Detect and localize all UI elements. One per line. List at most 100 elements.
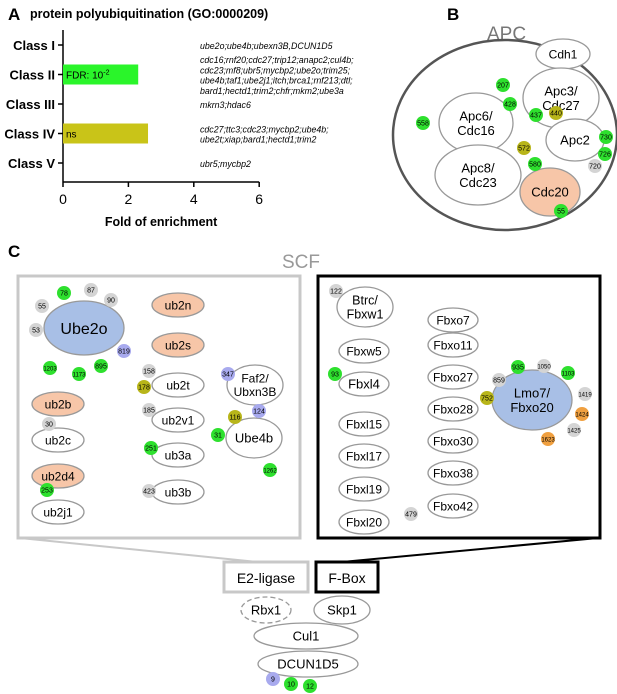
protein: Fbxo42 xyxy=(427,493,479,519)
protein-node xyxy=(338,509,390,535)
protein: Fbxo27 xyxy=(427,364,479,390)
site-number: 428 xyxy=(504,102,516,109)
protein-node xyxy=(338,338,390,364)
site-number: 12 xyxy=(306,684,314,691)
phosphosite: 752 xyxy=(480,391,494,405)
protein-label: Fbxo7 xyxy=(436,313,470,327)
site-dot xyxy=(137,380,151,394)
protein: Faf2/Ubxn3B xyxy=(226,364,284,406)
site-dot xyxy=(496,78,510,92)
site-number: 1419 xyxy=(578,393,592,399)
protein-label: Ubxn3B xyxy=(234,385,277,399)
protein-node xyxy=(427,364,479,390)
protein-label: Cdc23 xyxy=(459,175,497,190)
protein: ub2c xyxy=(31,427,85,453)
protein: Skp1 xyxy=(313,595,371,625)
site-dot xyxy=(228,410,242,424)
protein-label: Apc8/ xyxy=(461,160,495,175)
site-number: 1103 xyxy=(562,372,576,378)
class-label: Class IV xyxy=(4,127,55,142)
phosphosite: 87 xyxy=(84,283,98,297)
site-number: 122 xyxy=(330,289,342,296)
phosphosite: 347 xyxy=(221,367,235,381)
protein-label: Cul1 xyxy=(293,629,320,644)
protein-label: Fbxo28 xyxy=(433,402,473,416)
phosphosite: 720 xyxy=(588,159,602,173)
protein: Cdc20 xyxy=(519,167,581,217)
protein: Rbx1 xyxy=(240,596,292,624)
protein-label: Cdc16 xyxy=(457,123,495,138)
protein-label: ub3b xyxy=(165,485,192,499)
protein-node xyxy=(427,396,479,422)
protein: ub2s xyxy=(151,332,205,358)
phosphosite: 1050 xyxy=(537,359,551,373)
protein-node xyxy=(427,428,479,454)
gene-list-line: cdc16;rnf20;cdc27;trip12;anapc2;cul4b; xyxy=(200,55,354,65)
phosphosite: 53 xyxy=(29,323,43,337)
protein-label: Fbxl20 xyxy=(346,515,382,529)
protein: Fbxo38 xyxy=(427,460,479,486)
protein: Apc8/Cdc23 xyxy=(434,144,522,206)
site-dot xyxy=(517,141,531,155)
protein-node xyxy=(338,443,390,469)
phosphosite: 1103 xyxy=(561,366,575,380)
protein-node xyxy=(226,364,284,406)
site-number: 895 xyxy=(95,364,107,371)
site-number: 347 xyxy=(222,372,234,379)
site-number: 116 xyxy=(229,415,240,422)
site-dot xyxy=(43,361,57,375)
panel-b: B APC Cdh1Apc3/Cdc27Apc6/Cdc16Apc2Apc8/C… xyxy=(391,5,617,232)
protein: Apc2 xyxy=(545,118,605,162)
protein-node xyxy=(151,407,205,433)
site-number: 1173 xyxy=(73,373,87,379)
protein-node xyxy=(338,371,390,397)
protein-node xyxy=(151,332,205,358)
protein: Cul1 xyxy=(253,622,359,650)
phosphosite: 55 xyxy=(35,299,49,313)
site-number: 53 xyxy=(32,328,40,335)
gene-list-line: bard1;hectd1;trim2;chfr;mkm2;ube3a xyxy=(200,86,344,96)
site-dot xyxy=(328,367,342,381)
site-dot xyxy=(598,147,612,161)
protein: DCUN1D5 xyxy=(257,650,359,678)
bar xyxy=(63,64,139,85)
protein-label: Fbxl4 xyxy=(348,377,380,392)
site-number: 1425 xyxy=(567,429,581,435)
phosphosite: 251 xyxy=(144,441,158,455)
site-dot xyxy=(252,404,266,418)
site-dot xyxy=(144,441,158,455)
protein: Fbxo30 xyxy=(427,428,479,454)
protein: Cdh1 xyxy=(535,38,591,70)
protein: Apc6/Cdc16 xyxy=(438,92,514,154)
site-dot xyxy=(211,428,225,442)
site-dot xyxy=(35,299,49,313)
protein: ub3b xyxy=(151,479,205,505)
protein-label: Fbxo20 xyxy=(510,400,553,415)
site-number: 55 xyxy=(38,304,46,311)
protein: Btrc/Fbxw1 xyxy=(336,286,394,328)
panel-a-letter: A xyxy=(8,5,20,24)
protein-node xyxy=(31,499,85,525)
site-dot xyxy=(511,360,525,374)
protein-label: Ube4b xyxy=(235,431,273,446)
site-dot xyxy=(142,403,156,417)
phosphosite: 423 xyxy=(142,484,156,498)
site-dot xyxy=(404,507,418,521)
panel-a: A protein polyubiquitination (GO:0000209… xyxy=(4,5,354,229)
protein-label: Fbxo30 xyxy=(433,434,473,448)
phosphosite: 124 xyxy=(252,404,266,418)
site-dot xyxy=(416,116,430,130)
protein-label: Cdc20 xyxy=(531,185,569,200)
protein-node xyxy=(338,476,390,502)
site-number: 859 xyxy=(493,378,505,385)
class-label: Class I xyxy=(13,38,55,53)
site-number: 1050 xyxy=(537,365,551,371)
protein-node xyxy=(31,391,85,417)
site-dot xyxy=(29,323,43,337)
protein-node xyxy=(225,417,283,459)
site-dot xyxy=(528,157,542,171)
phosphosite: 730 xyxy=(599,130,613,144)
phosphosite: 895 xyxy=(94,359,108,373)
protein-label: Fbxl15 xyxy=(346,417,382,431)
